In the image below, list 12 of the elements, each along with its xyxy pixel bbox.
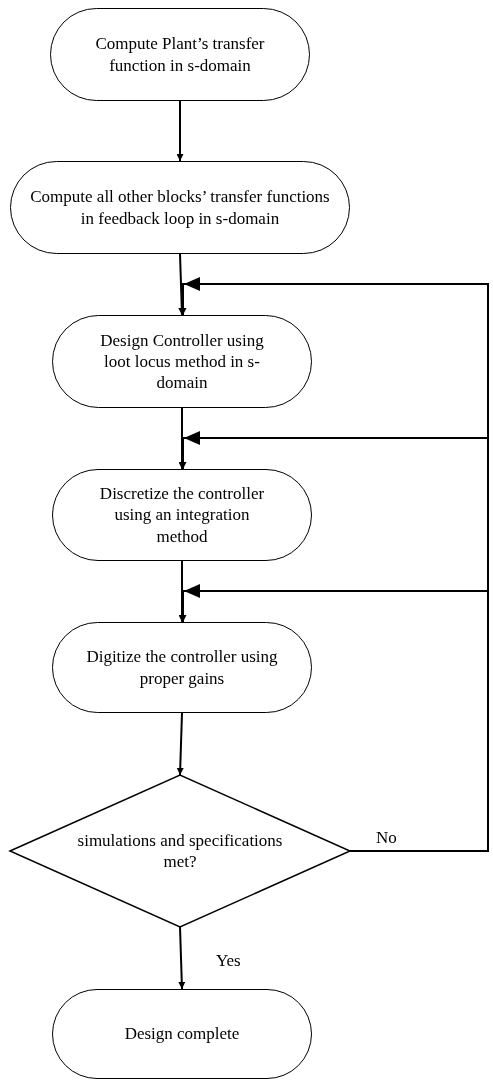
node-text: Digitize the controller using proper gains bbox=[85, 646, 279, 689]
node-text: Compute all other blocks’ transfer functions in feedback loop in s-domain bbox=[29, 186, 331, 229]
arrow bbox=[178, 560, 186, 623]
arrow bbox=[176, 712, 184, 776]
node-text: Design complete bbox=[124, 1023, 240, 1045]
arrow bbox=[176, 100, 184, 162]
node-text: Discretize the controller using an integration method bbox=[98, 483, 266, 547]
node-text: simulations and specifications met? bbox=[76, 829, 284, 873]
node-text: Compute Plant’s transfer function in s-domain bbox=[94, 33, 266, 76]
arrow bbox=[178, 407, 186, 470]
arrow bbox=[178, 926, 186, 990]
node-text: Design Controller using loot locus method in s-domain bbox=[99, 329, 265, 394]
